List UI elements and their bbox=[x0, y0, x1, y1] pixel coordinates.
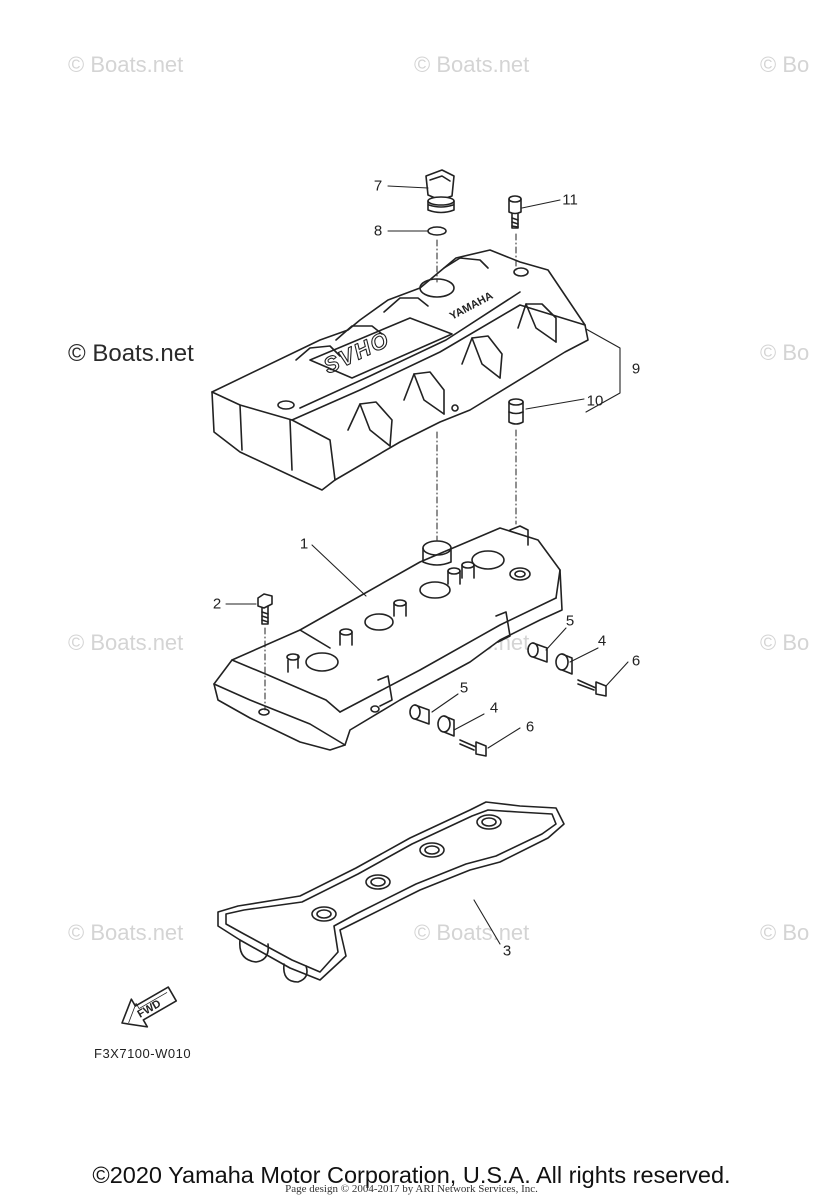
page-design-notice: Page design © 2004-2017 by ARI Network S… bbox=[285, 1183, 538, 1195]
callout-5-lower: 5 bbox=[459, 679, 469, 697]
callout-2: 2 bbox=[212, 595, 222, 613]
forward-arrow-icon bbox=[121, 986, 178, 1028]
callout-6-upper: 6 bbox=[631, 652, 641, 670]
cylinder-head-cover bbox=[213, 525, 563, 751]
callout-10: 10 bbox=[586, 392, 604, 410]
engine-cover bbox=[211, 249, 589, 491]
copyright-notice: ©2020 Yamaha Motor Corporation, U.S.A. A… bbox=[92, 1162, 731, 1188]
watermark: © Boats.net bbox=[414, 52, 530, 77]
callout-8: 8 bbox=[373, 222, 383, 240]
head-cover-gasket bbox=[217, 801, 565, 983]
grommet bbox=[508, 398, 524, 425]
watermark: © Boats.net bbox=[68, 52, 184, 77]
callout-4-upper: 4 bbox=[597, 632, 607, 650]
watermark: © Bo bbox=[760, 630, 810, 655]
flange-bolt-upper bbox=[577, 679, 607, 697]
damper-upper bbox=[555, 653, 573, 675]
callout-3: 3 bbox=[502, 942, 512, 960]
callout-1: 1 bbox=[299, 535, 309, 553]
watermark: © Bo bbox=[760, 920, 810, 945]
cover-bolt bbox=[508, 195, 522, 229]
cover-mount-bolt bbox=[257, 593, 273, 625]
watermark-prominent: © Boats.net bbox=[68, 340, 194, 367]
diagram-code: F3X7100-W010 bbox=[94, 1046, 192, 1061]
damper-lower bbox=[437, 715, 455, 737]
watermark: © Boats.net bbox=[68, 630, 184, 655]
callout-11: 11 bbox=[562, 191, 578, 209]
o-ring bbox=[427, 226, 447, 236]
callout-6-lower: 6 bbox=[525, 718, 535, 736]
spacer-collar-upper bbox=[527, 642, 548, 663]
watermark: © Bo bbox=[760, 52, 810, 77]
callout-4-lower: 4 bbox=[489, 699, 499, 717]
spacer-collar-lower bbox=[409, 704, 430, 725]
watermark: © Boats.net bbox=[414, 920, 530, 945]
callout-7: 7 bbox=[373, 177, 383, 195]
flange-bolt-lower bbox=[459, 739, 487, 757]
callout-9: 9 bbox=[631, 360, 641, 378]
watermark: © Boats.net bbox=[68, 920, 184, 945]
callout-5-upper: 5 bbox=[565, 612, 575, 630]
watermark: © Bo bbox=[760, 340, 810, 365]
oil-filler-cap bbox=[425, 169, 455, 214]
